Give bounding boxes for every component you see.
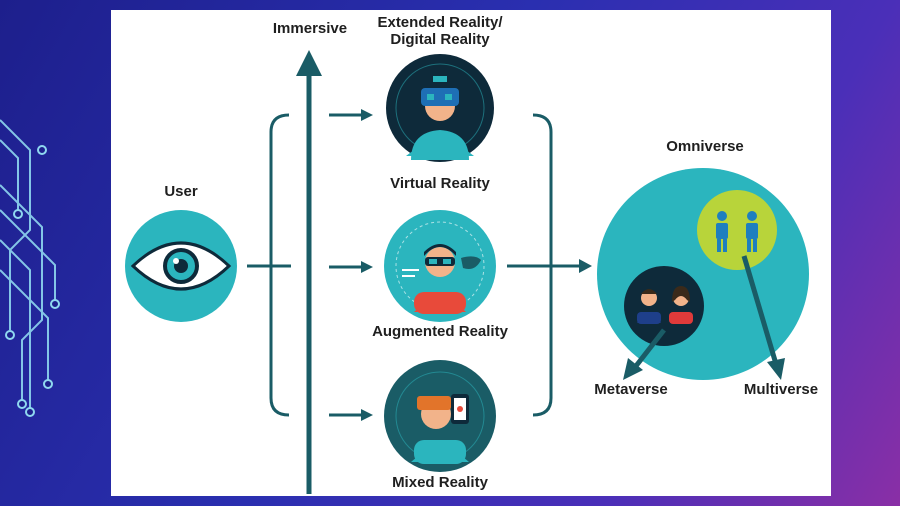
circuit-decoration <box>0 119 60 417</box>
mixed-reality-label: Mixed Reality <box>392 474 488 491</box>
two-people-icon <box>624 266 704 346</box>
immersive-label: Immersive <box>272 20 348 37</box>
arrow-to-multiverse <box>741 255 785 380</box>
extended-reality-label: Extended Reality/ <box>377 14 503 31</box>
reality-diagram <box>125 50 809 494</box>
immersive-axis-arrow <box>296 50 322 494</box>
user-label: User <box>164 183 198 200</box>
arrow-to-virtual <box>329 109 373 121</box>
two-figures-icon <box>697 190 777 270</box>
digital-reality-label: Digital Reality <box>390 31 490 48</box>
virtual-reality-label: Virtual Reality <box>390 175 490 192</box>
mr-headset-phone-person-icon <box>384 360 496 472</box>
augmented-reality-label: Augmented Reality <box>372 323 508 340</box>
arrow-to-omniverse <box>507 259 592 273</box>
arrow-to-metaverse <box>623 328 666 380</box>
ar-glasses-person-icon <box>384 210 496 322</box>
multiverse-label: Multiverse <box>743 381 819 398</box>
eye-icon <box>125 210 237 322</box>
vr-headset-person-icon <box>386 54 494 162</box>
omniverse-circle <box>597 168 809 380</box>
diagram-card: Immersive Extended Reality/ Digital Real… <box>111 10 831 496</box>
arrow-to-mixed <box>329 409 373 421</box>
omniverse-label: Omniverse <box>666 138 744 155</box>
metaverse-label: Metaverse <box>594 381 668 398</box>
arrow-to-augmented <box>329 261 373 273</box>
